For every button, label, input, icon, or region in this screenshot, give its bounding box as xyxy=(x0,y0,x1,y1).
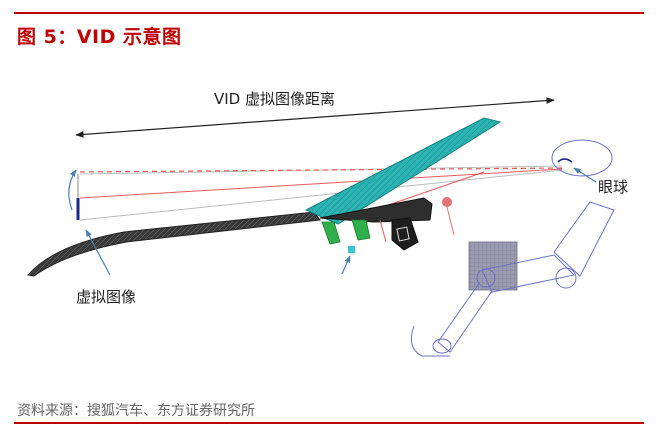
hud-mirror-left xyxy=(321,221,341,245)
top-rule xyxy=(14,12,644,14)
vid-distance-label: VID 虚拟图像距离 xyxy=(214,90,335,108)
driver-torso xyxy=(553,201,615,277)
driver-shin xyxy=(437,281,495,353)
bottom-rule xyxy=(14,422,644,424)
eyeball-pointer xyxy=(573,167,597,183)
eyeball-label: 眼球 xyxy=(598,178,628,196)
windshield xyxy=(304,117,502,225)
hud-unit-detail xyxy=(396,226,410,242)
virtual-image-label: 虚拟图像 xyxy=(76,288,136,306)
hud-pointer-arrow xyxy=(341,255,351,275)
car-hood xyxy=(27,211,321,277)
vid-distance-arrow xyxy=(75,97,555,138)
driver-thigh xyxy=(481,254,576,293)
virtual-image-curve-arrow xyxy=(68,169,77,211)
hud-unit xyxy=(391,217,419,251)
virtual-image-pointer xyxy=(85,229,111,276)
vid-diagram: VID 虚拟图像距离 虚拟图像 眼球 xyxy=(27,90,628,357)
figure-source: 资料来源：搜狐汽车、东方证券研究所 xyxy=(17,403,255,419)
driver-eye xyxy=(557,158,573,163)
light-ray-solid xyxy=(79,168,563,199)
steering-column xyxy=(379,219,387,243)
sight-line-lower xyxy=(79,169,563,221)
driver-head xyxy=(551,139,613,177)
sight-line-upper xyxy=(79,165,563,175)
driver-knee xyxy=(476,268,496,288)
hud-source xyxy=(348,246,355,253)
driver-foot xyxy=(410,325,450,357)
driver-marker xyxy=(442,197,452,207)
seat-grid xyxy=(468,241,518,291)
driver-marker-stem xyxy=(446,206,455,236)
driver-hip xyxy=(555,267,577,289)
driver-knee-joint xyxy=(432,338,452,354)
hud-mirror-right xyxy=(351,219,371,241)
figure-title: 图 5：VID 示意图 xyxy=(17,26,182,48)
driver-figure xyxy=(410,139,615,357)
